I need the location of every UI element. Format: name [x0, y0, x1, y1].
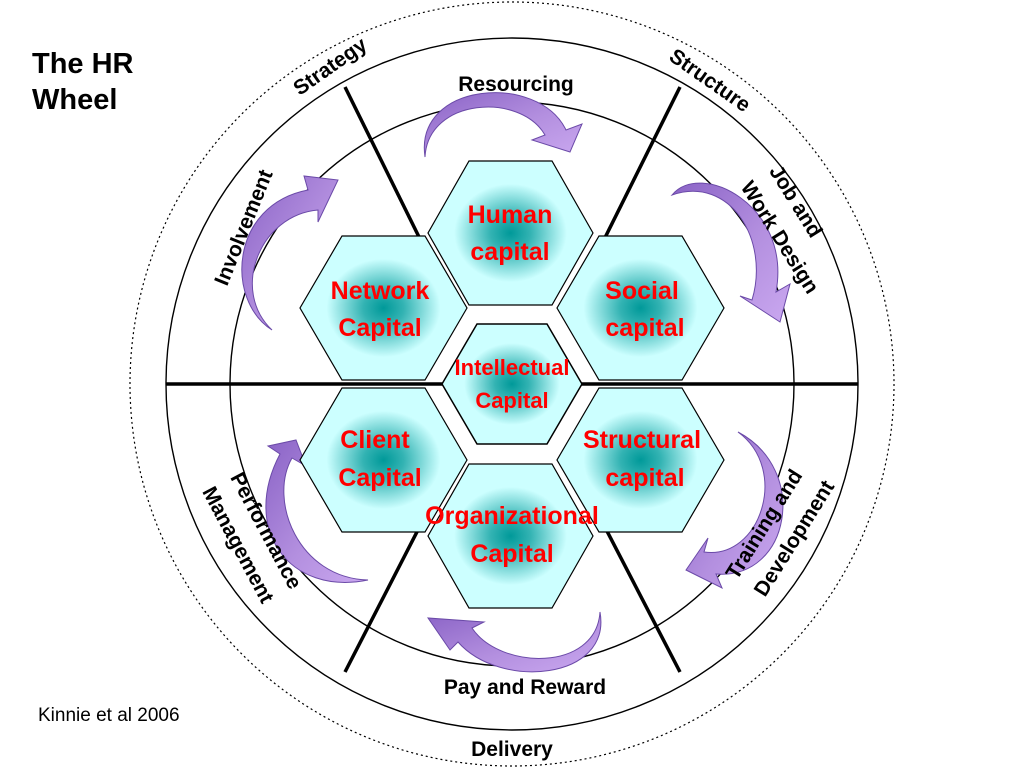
- page-title: The HR Wheel: [32, 46, 232, 118]
- hexagon-structural-capital: [556, 387, 725, 533]
- capital-labels: Human capital Network Capital Social cap…: [331, 201, 701, 568]
- hexagon-intellectual-capital: [441, 323, 583, 445]
- label-resourcing: Resourcing: [458, 73, 574, 96]
- arrow-involvement: [241, 175, 339, 331]
- cycle-arrows: [241, 92, 791, 673]
- arrow-performance: [265, 439, 369, 583]
- arrow-job-design: [670, 182, 791, 323]
- label-structural-line2: capital: [605, 464, 684, 492]
- outer-dashed-circle: [129, 1, 895, 767]
- hexagon-network-capital: [299, 235, 468, 381]
- label-social-line1: Social: [605, 277, 679, 305]
- label-client-line2: Capital: [338, 464, 421, 492]
- label-intellectual-line2: Capital: [475, 388, 548, 413]
- arrow-training: [685, 431, 784, 590]
- hexagon-social-capital: [556, 235, 725, 381]
- label-delivery: Delivery: [471, 738, 553, 761]
- label-network-line2: Capital: [338, 314, 421, 342]
- arrow-pay-reward: [426, 611, 602, 673]
- label-organizational-line2: Capital: [470, 540, 553, 568]
- label-organizational-line1: Organizational: [425, 502, 599, 530]
- label-intellectual-line1: Intellectual: [455, 355, 570, 380]
- hexagon-client-capital: [299, 387, 468, 533]
- label-pay-reward: Pay and Reward: [444, 676, 606, 699]
- citation: Kinnie et al 2006: [38, 705, 180, 726]
- hexagon-organizational-capital: [427, 463, 594, 609]
- label-network-line1: Network: [331, 277, 430, 305]
- hexagon-human-capital: [427, 160, 594, 306]
- label-client-line1: Client: [340, 426, 410, 454]
- label-social-line2: capital: [605, 314, 684, 342]
- label-human-line2: capital: [470, 238, 549, 266]
- capital-hexagons: [299, 160, 725, 609]
- label-human-line1: Human: [468, 201, 553, 229]
- page-title-line1: The HR: [32, 48, 134, 80]
- arrow-resourcing: [423, 92, 583, 158]
- label-structural-line1: Structural: [583, 426, 701, 454]
- page-title-line2: Wheel: [32, 84, 118, 116]
